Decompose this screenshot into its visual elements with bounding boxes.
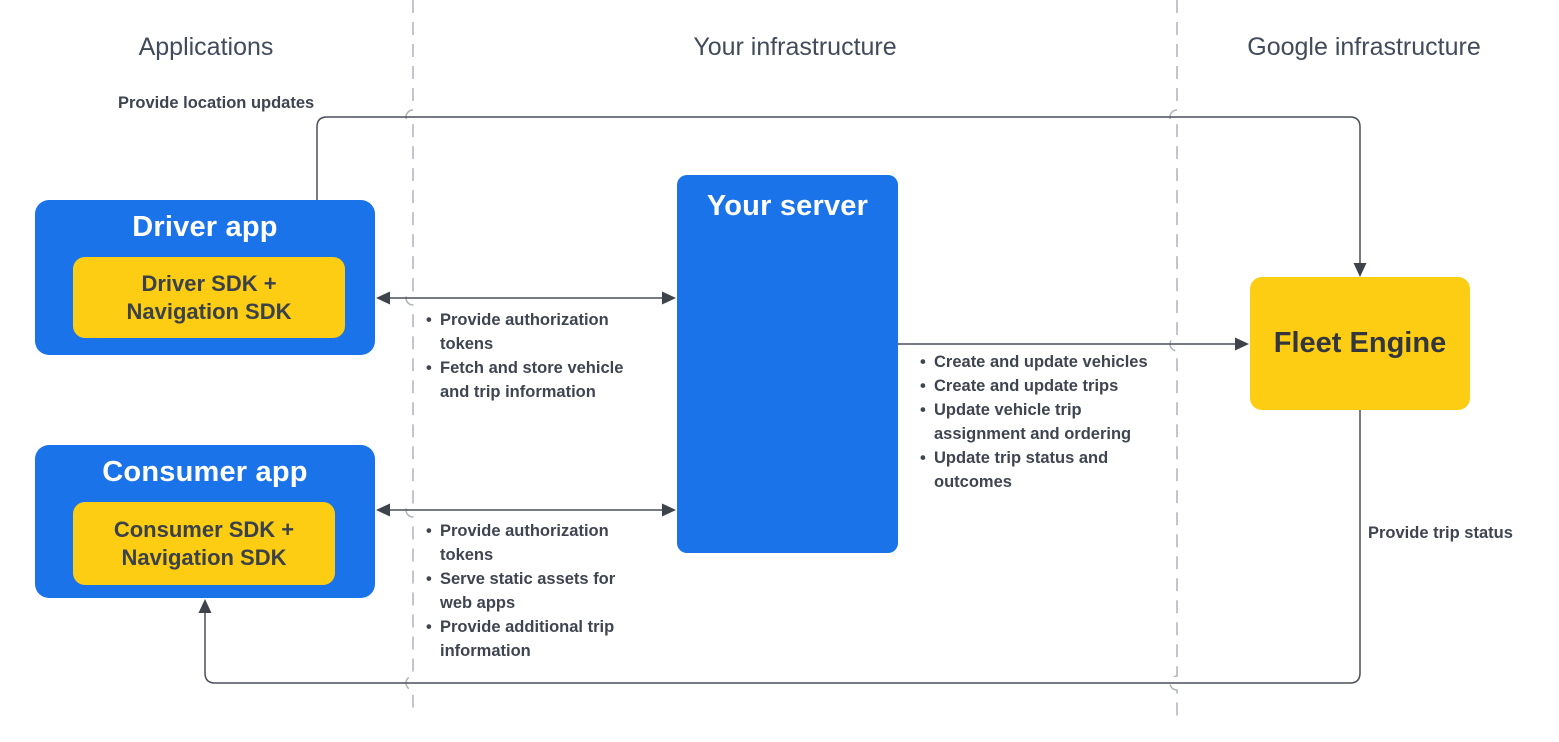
lane-header-applications: Applications bbox=[138, 33, 274, 61]
bullet-list-consumer-server: Provide authorization tokens Serve stati… bbox=[424, 519, 636, 663]
arrow-trip-status-line bbox=[204, 410, 1361, 684]
node-your-server: Your server bbox=[677, 175, 898, 553]
arrow-consumer-server-head-right bbox=[662, 503, 676, 517]
bullet-list-driver-server: Provide authorization tokens Fetch and s… bbox=[424, 308, 652, 404]
label-provide-location-updates: Provide location updates bbox=[118, 94, 315, 112]
lane-divider-left bbox=[405, 0, 414, 716]
arrow-driver-server-head-right bbox=[662, 291, 676, 305]
node-fleet-engine: Fleet Engine bbox=[1250, 277, 1470, 410]
arrow-driver-server-head-left bbox=[376, 291, 390, 305]
arrow-location-updates-line bbox=[316, 116, 1361, 263]
bullet-item: Provide authorization tokens bbox=[424, 519, 636, 567]
arrow-consumer-server-head-left bbox=[376, 503, 390, 517]
lane-divider-right bbox=[1169, 0, 1178, 716]
bullet-item: Provide authorization tokens bbox=[424, 308, 652, 356]
fleet-engine-title: Fleet Engine bbox=[1273, 327, 1447, 359]
arrow-location-updates-head bbox=[1353, 263, 1367, 277]
bullet-item: Create and update vehicles bbox=[918, 350, 1170, 374]
node-driver-sdk: Driver SDK + Navigation SDK bbox=[73, 257, 345, 338]
node-consumer-app: Consumer app Consumer SDK + Navigation S… bbox=[35, 445, 375, 598]
consumer-sdk-label-line1: Consumer SDK + bbox=[113, 516, 295, 542]
driver-sdk-label-line1: Driver SDK + bbox=[141, 270, 277, 296]
driver-app-title: Driver app bbox=[132, 211, 278, 243]
driver-sdk-label-line2: Navigation SDK bbox=[126, 298, 292, 324]
lane-header-your-infrastructure: Your infrastructure bbox=[693, 33, 897, 61]
consumer-app-title: Consumer app bbox=[102, 456, 308, 488]
bullet-item: Create and update trips bbox=[918, 374, 1170, 398]
bullet-item: Provide additional trip information bbox=[424, 615, 636, 663]
arrow-server-fleet-head bbox=[1235, 337, 1249, 351]
bullet-item: Update vehicle trip assignment and order… bbox=[918, 398, 1170, 446]
label-provide-trip-status: Provide trip status bbox=[1368, 524, 1513, 542]
your-server-title: Your server bbox=[706, 190, 869, 222]
node-consumer-sdk: Consumer SDK + Navigation SDK bbox=[73, 502, 335, 585]
bullet-list-server-fleet: Create and update vehicles Create and up… bbox=[918, 350, 1170, 494]
node-driver-app: Driver app Driver SDK + Navigation SDK bbox=[35, 200, 375, 355]
arrow-trip-status-head bbox=[198, 599, 212, 613]
bullet-item: Serve static assets for web apps bbox=[424, 567, 636, 615]
consumer-sdk-label-line2: Navigation SDK bbox=[121, 544, 287, 570]
lane-header-google-infrastructure: Google infrastructure bbox=[1247, 33, 1481, 61]
bullet-item: Fetch and store vehicle and trip informa… bbox=[424, 356, 652, 404]
bullet-item: Update trip status and outcomes bbox=[918, 446, 1170, 494]
